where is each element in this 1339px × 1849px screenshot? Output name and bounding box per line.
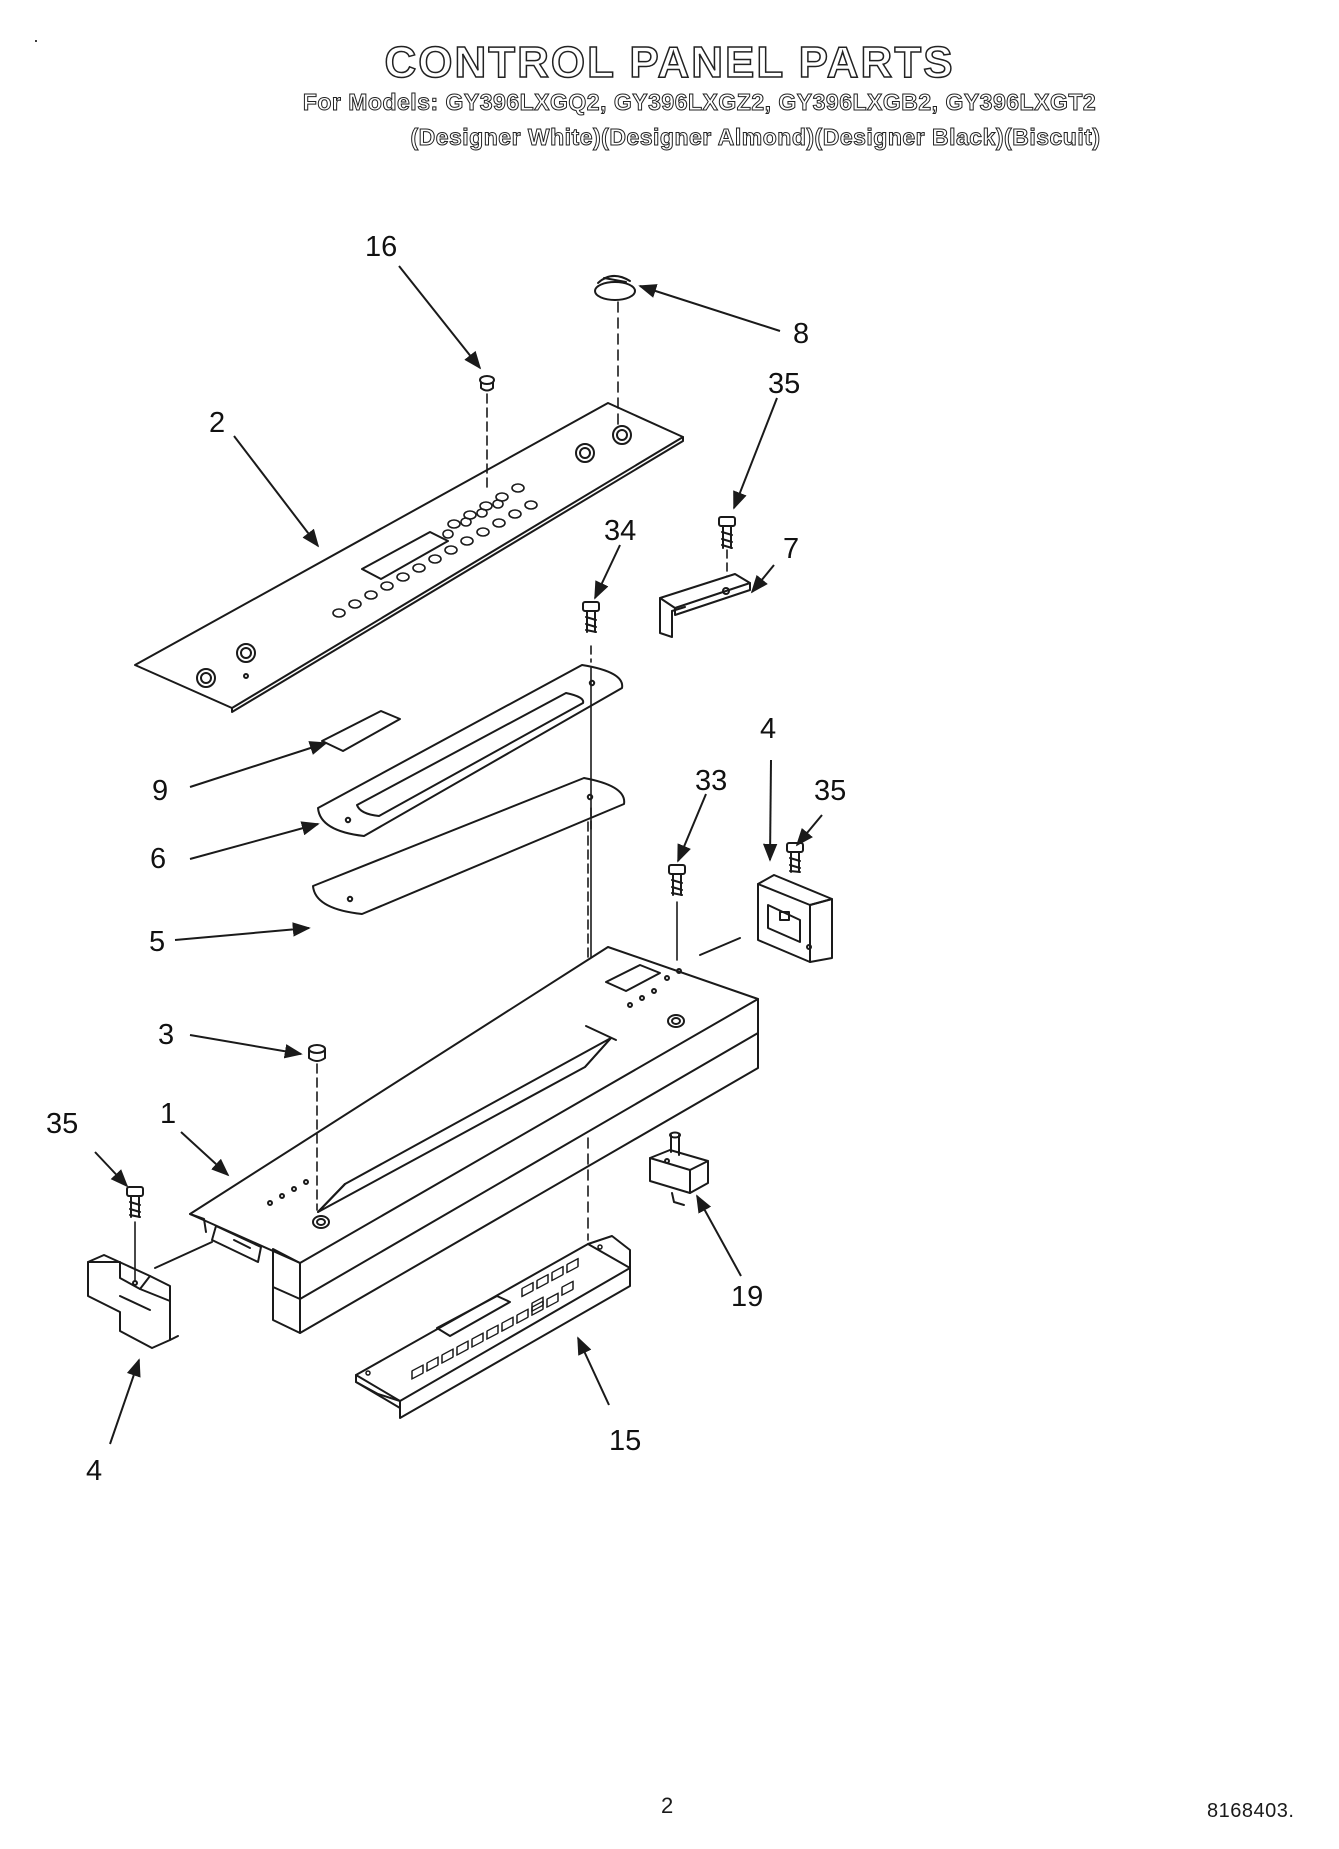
screw-part-33 (668, 864, 686, 961)
control-panel-console (134, 402, 684, 713)
screw-part-35-left (126, 1186, 144, 1281)
callout-35-right: 35 (814, 775, 846, 807)
callout-34: 34 (604, 515, 636, 547)
callout-numbers: 16 8 2 35 34 7 9 6 5 33 4 35 3 1 35 19 1… (46, 231, 846, 1487)
bracket-part-7 (659, 573, 751, 638)
document-code: 8168403. (1207, 1800, 1295, 1822)
end-cap-part-4-right (699, 874, 833, 963)
color-list: (Designer White)(Designer Almond)(Design… (410, 124, 1101, 151)
screw-part-34 (582, 601, 600, 663)
callout-35-left: 35 (46, 1108, 78, 1140)
display-window-part-9 (321, 710, 401, 752)
callout-2: 2 (209, 407, 225, 439)
callout-4-right: 4 (760, 713, 776, 745)
callout-7: 7 (783, 533, 799, 565)
callout-8: 8 (793, 318, 809, 350)
gasket-part-6 (317, 664, 624, 837)
callout-35-top: 35 (768, 368, 800, 400)
callout-33: 33 (695, 765, 727, 797)
keypad-board-buttons (365, 1244, 603, 1380)
knob-part-8 (594, 275, 636, 426)
leader-arrows (94, 265, 823, 1445)
page-number: 2 (661, 1793, 674, 1818)
callout-3: 3 (158, 1019, 174, 1051)
overlay-sheet-part-5 (312, 777, 626, 915)
callout-9: 9 (152, 775, 168, 807)
callout-19: 19 (731, 1281, 763, 1313)
callout-15: 15 (609, 1425, 641, 1457)
callout-6: 6 (150, 843, 166, 875)
callout-16: 16 (365, 231, 397, 263)
screw-part-35-top (718, 516, 736, 583)
model-list: For Models: GY396LXGQ2, GY396LXGZ2, GY39… (302, 89, 1097, 116)
button-plug-part-16 (479, 375, 495, 491)
keypad-board-part-15 (355, 1235, 631, 1419)
switch-part-19 (649, 1131, 709, 1206)
control-panel-housing-part-1 (189, 946, 759, 1334)
end-cap-part-4-left (87, 1241, 213, 1349)
callout-1: 1 (160, 1098, 176, 1130)
plug-part-3 (308, 1044, 326, 1211)
callout-5: 5 (149, 926, 165, 958)
callout-4-left: 4 (86, 1455, 102, 1487)
page-title: CONTROL PANEL PARTS (384, 37, 955, 88)
screw-part-35-right (786, 842, 804, 873)
stray-mark: · (33, 30, 39, 50)
panel-keypad-holes (332, 483, 538, 618)
